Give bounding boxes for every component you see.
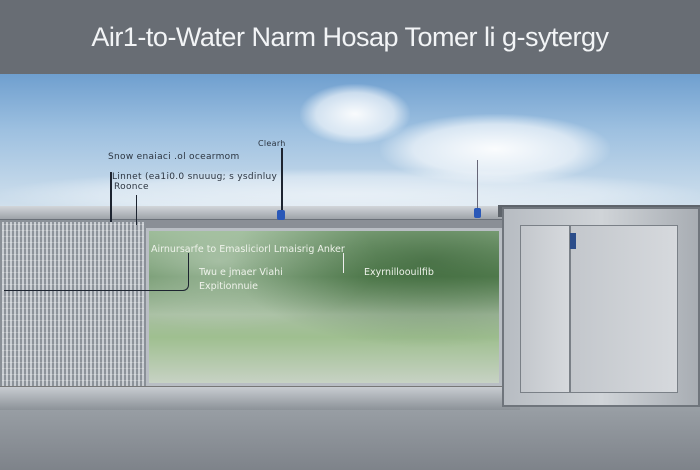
title-bar: Air1-to-Water Narm Hosap Tomer li g-syte… — [0, 0, 700, 74]
glass-panel: Airnursarfe to Emasliciorl Lmaisrig Anke… — [4, 228, 502, 386]
cabinet-door — [520, 225, 570, 393]
callout-top-right: Clearh — [258, 139, 286, 148]
leader-line — [4, 253, 189, 291]
callout-line1: Snow enaiaci .ol ocearmom — [108, 152, 240, 162]
callout-line3: Roonce — [114, 182, 149, 192]
diagram-title: Air1-to-Water Narm Hosap Tomer li g-syte… — [91, 21, 609, 52]
panel-label-right: Exyrnilloouilfib — [364, 267, 434, 278]
arrow-line — [343, 253, 344, 273]
control-indicator — [570, 233, 576, 249]
leader-line — [281, 148, 283, 213]
leader-line — [477, 160, 478, 212]
leader-line — [136, 195, 137, 225]
valve-icon — [277, 210, 285, 220]
panel-label-main: Airnursarfe to Emasliciorl Lmaisrig Anke… — [151, 244, 345, 255]
valve-icon — [474, 208, 481, 218]
callout-line2: Linnet (ea1i0.0 snuuug; s ysdinluy — [112, 172, 278, 182]
leader-line — [110, 172, 112, 222]
air-coil-unit — [0, 220, 146, 395]
base-frame — [0, 386, 520, 410]
cabinet-door — [570, 225, 678, 393]
panel-label-sub2: Expitionnuie — [199, 281, 259, 292]
ground — [0, 405, 700, 470]
indoor-cabinet — [502, 207, 700, 407]
panel-label-sub1: Twu e jmaer Viahi — [199, 267, 283, 278]
sky-background — [0, 74, 700, 219]
